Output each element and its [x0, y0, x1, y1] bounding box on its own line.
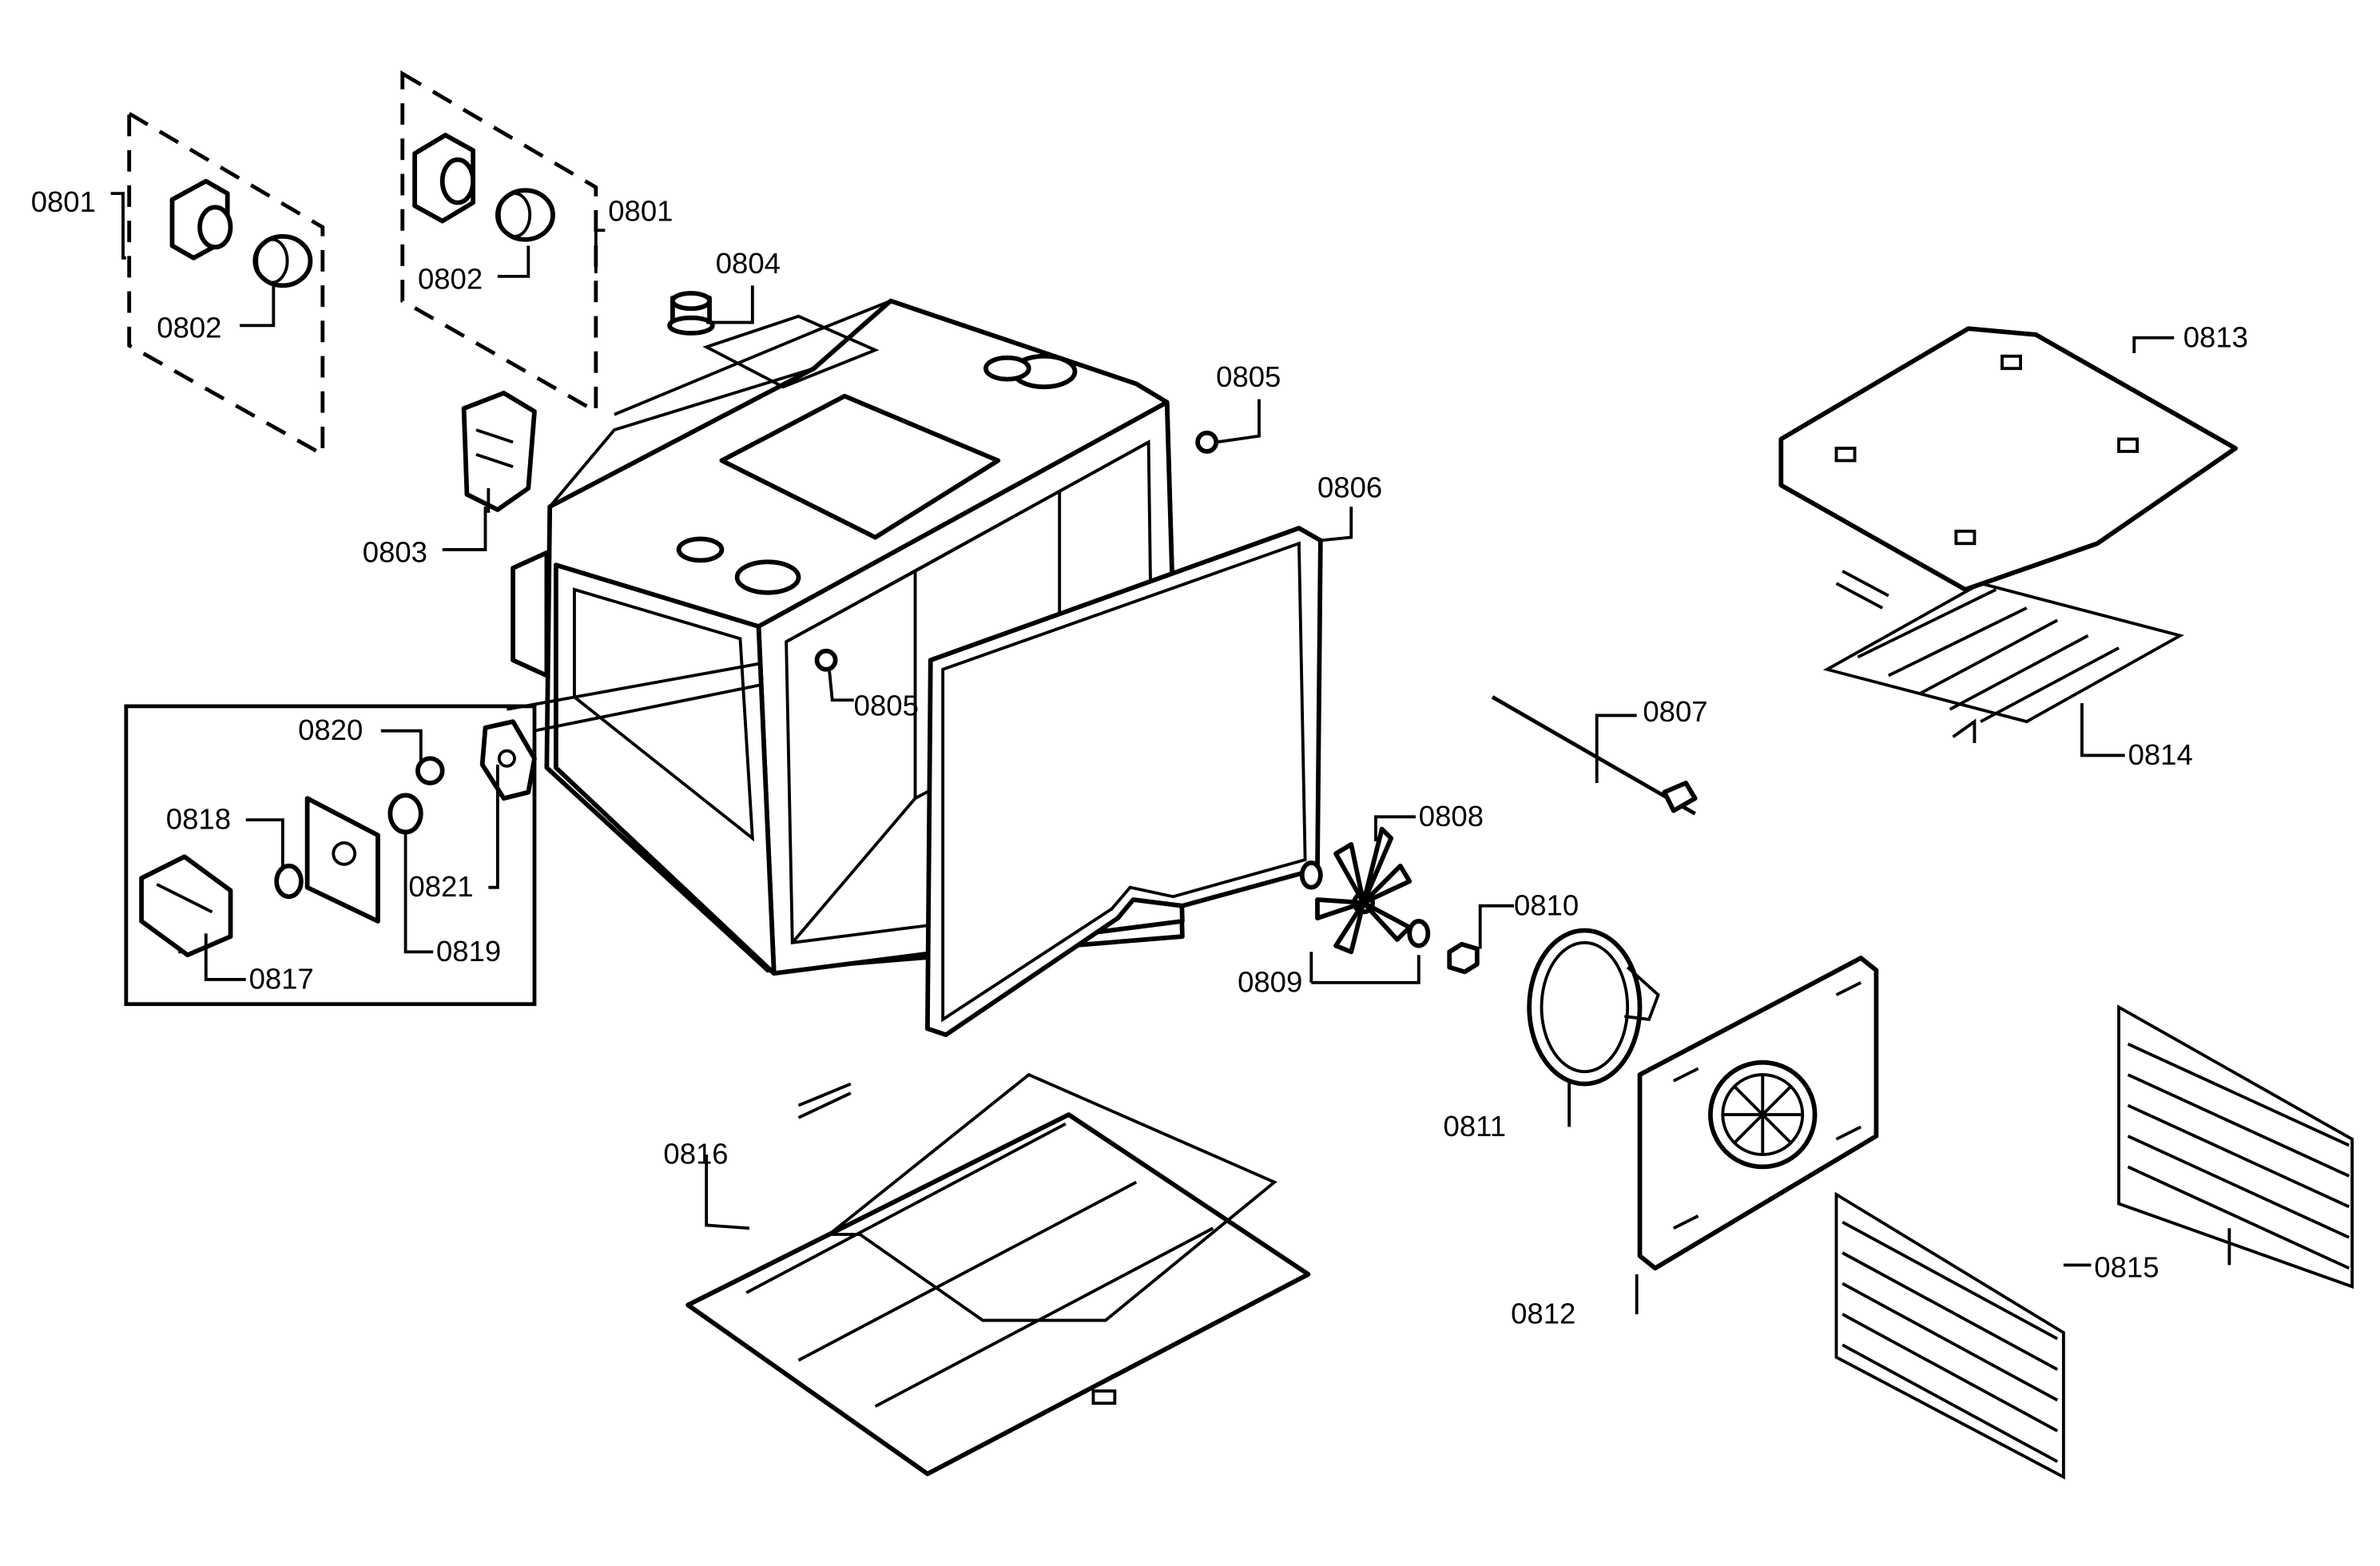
motor-shaft-0807: [1491, 695, 1698, 816]
label-0808: 0808: [1419, 800, 1484, 833]
part-labels: 0801 0802 0801 0802 0803 0804 0805 0805 …: [31, 185, 2248, 1330]
label-0809: 0809: [1238, 965, 1302, 998]
label-0815: 0815: [2094, 1251, 2159, 1284]
label-0811: 0811: [1444, 1110, 1507, 1143]
label-0804: 0804: [716, 247, 781, 280]
screw-0805-bottom: [814, 648, 838, 672]
washer-0809-right: [1407, 919, 1431, 948]
label-0814: 0814: [2128, 738, 2193, 771]
lamp-assembly-left: [127, 109, 325, 458]
label-0806: 0806: [1317, 471, 1382, 504]
label-0805-bottom: 0805: [854, 689, 919, 721]
rack-support-0815-left: [1834, 1191, 2065, 1480]
rear-panel-0812: [1637, 956, 1879, 1271]
label-0821: 0821: [408, 870, 473, 903]
nut-0810: [1447, 941, 1480, 975]
door-gasket-0806: [925, 526, 1323, 1038]
label-0802-left: 0802: [157, 312, 221, 344]
label-0801-left: 0801: [31, 185, 96, 218]
label-0818: 0818: [166, 803, 231, 836]
label-0803: 0803: [363, 535, 427, 568]
fan-blade-0808: [1315, 826, 1413, 955]
switch-0803: [461, 391, 537, 513]
label-0810: 0810: [1514, 888, 1579, 921]
label-0812: 0812: [1511, 1297, 1575, 1330]
label-0805-top: 0805: [1216, 360, 1281, 393]
top-plate-0813: [1778, 326, 2238, 592]
top-heater-element-0814: [1822, 570, 2185, 744]
label-0819: 0819: [436, 935, 501, 968]
label-0820: 0820: [298, 713, 363, 746]
bottom-heater-0816: [685, 1072, 1311, 1477]
washer-0809-left: [1299, 861, 1323, 890]
leader-lines: [110, 192, 2231, 1314]
label-0816: 0816: [663, 1138, 728, 1171]
inset-light-assembly: [124, 662, 762, 1007]
ring-element-0811: [1527, 928, 1660, 1087]
screw-0805-top: [1195, 431, 1219, 454]
rack-support-0815-right: [2117, 1004, 2354, 1289]
label-0817: 0817: [249, 962, 314, 995]
label-0807: 0807: [1643, 695, 1707, 728]
label-0813: 0813: [2183, 320, 2248, 353]
vent-0804: [667, 291, 715, 336]
label-0801-right: 0801: [608, 195, 673, 228]
label-0802-right: 0802: [418, 262, 483, 295]
lamp-assembly-right: [400, 70, 598, 415]
